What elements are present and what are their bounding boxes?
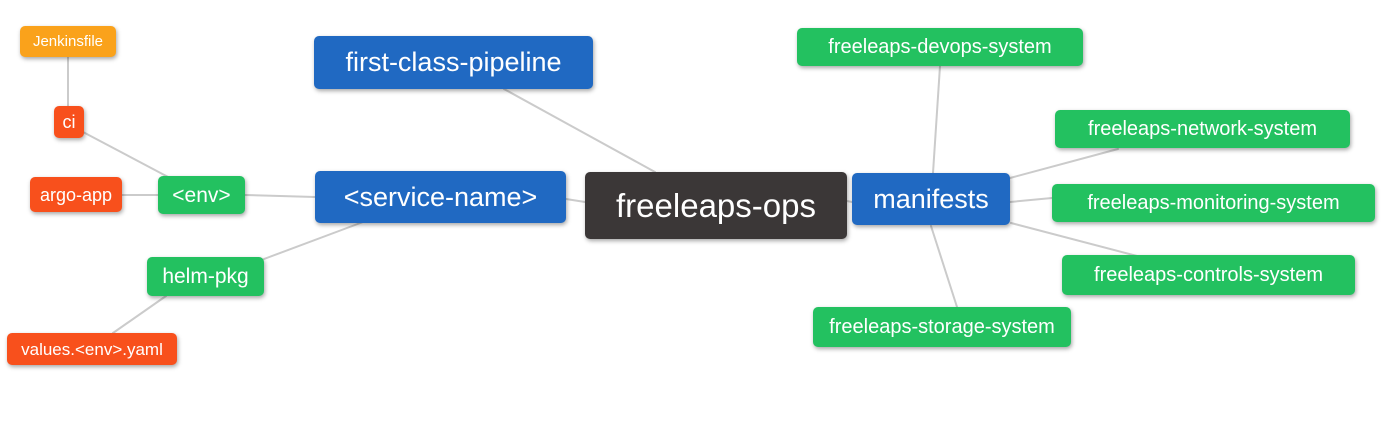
node-values-env-yaml[interactable]: values.<env>.yaml: [7, 333, 177, 365]
node-jenkinsfile[interactable]: Jenkinsfile: [20, 26, 116, 57]
edge-manifests--freeleaps-storage-system: [930, 225, 958, 308]
edge-ci--env: [82, 131, 171, 179]
node-label: freeleaps-storage-system: [829, 316, 1055, 338]
edge-first-class-pipeline--freeleaps-ops: [503, 88, 656, 173]
node-label: freeleaps-devops-system: [828, 36, 1052, 58]
node-freeleaps-devops-system[interactable]: freeleaps-devops-system: [797, 28, 1083, 66]
node-freeleaps-controls-system[interactable]: freeleaps-controls-system: [1062, 255, 1355, 295]
edge-manifests--freeleaps-devops-system: [932, 65, 941, 174]
edge-env--service-name: [244, 194, 316, 198]
node-first-class-pipeline[interactable]: first-class-pipeline: [314, 36, 593, 89]
edge-service-name--freeleaps-ops: [565, 198, 586, 203]
node-label: values.<env>.yaml: [21, 339, 163, 359]
node-helm-pkg[interactable]: helm-pkg: [147, 257, 264, 296]
node-service-name[interactable]: <service-name>: [315, 171, 566, 223]
node-label: freeleaps-ops: [616, 187, 816, 224]
node-label: first-class-pipeline: [345, 47, 562, 77]
node-freeleaps-storage-system[interactable]: freeleaps-storage-system: [813, 307, 1071, 347]
node-label: freeleaps-controls-system: [1094, 264, 1323, 286]
node-label: <env>: [172, 183, 231, 207]
node-manifests[interactable]: manifests: [852, 173, 1010, 225]
node-freeleaps-network-system[interactable]: freeleaps-network-system: [1055, 110, 1350, 148]
edge-values-env-yaml--helm-pkg: [112, 295, 167, 334]
edge-manifests--freeleaps-monitoring-system: [1009, 197, 1053, 203]
node-freeleaps-ops[interactable]: freeleaps-ops: [585, 172, 847, 239]
node-label: freeleaps-monitoring-system: [1087, 192, 1340, 214]
node-label: <service-name>: [343, 181, 538, 212]
edge-manifests--freeleaps-controls-system: [1010, 222, 1138, 257]
node-label: manifests: [873, 183, 989, 214]
node-ci[interactable]: ci: [54, 106, 84, 138]
node-label: ci: [62, 112, 76, 132]
node-env[interactable]: <env>: [158, 176, 245, 214]
node-freeleaps-monitoring-system[interactable]: freeleaps-monitoring-system: [1052, 184, 1375, 222]
edge-manifests--freeleaps-network-system: [1009, 148, 1119, 179]
node-label: argo-app: [39, 184, 113, 205]
node-label: Jenkinsfile: [32, 33, 104, 50]
node-argo-app[interactable]: argo-app: [30, 177, 122, 212]
node-label: freeleaps-network-system: [1088, 118, 1317, 140]
edge-helm-pkg--service-name: [263, 221, 364, 260]
node-label: helm-pkg: [162, 265, 249, 288]
